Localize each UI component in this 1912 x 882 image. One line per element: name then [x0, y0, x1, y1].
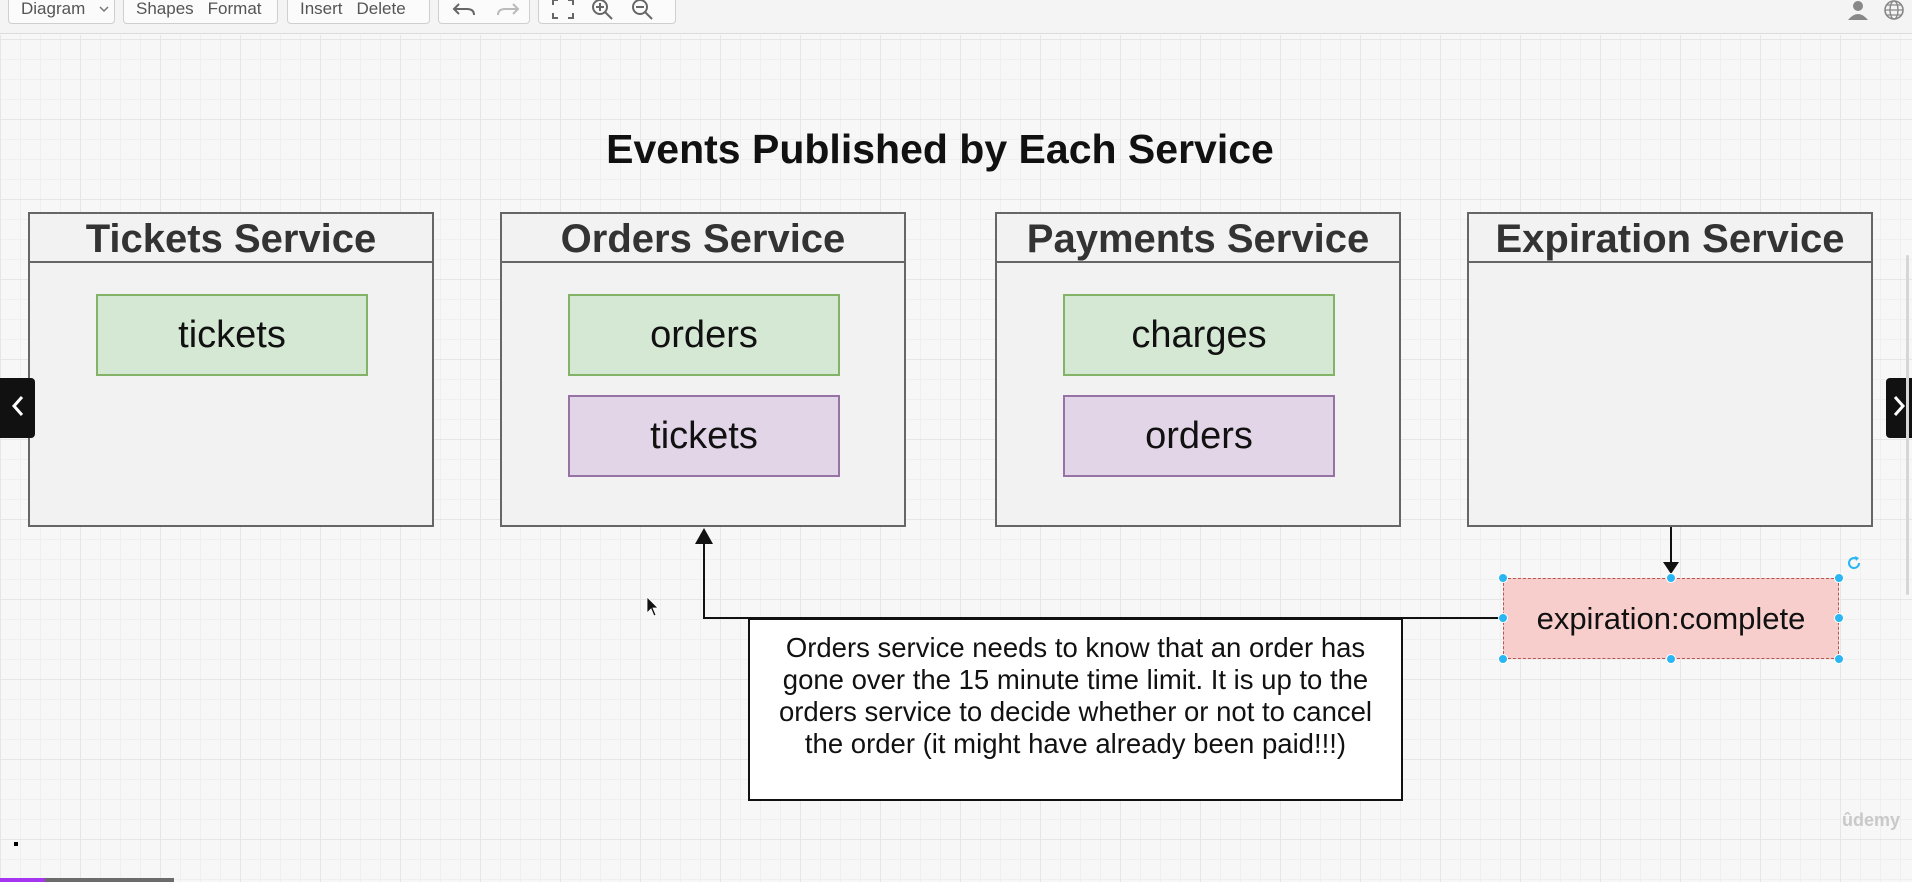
diagram-menu-button[interactable]: Diagram: [21, 0, 86, 18]
event-box-tickets[interactable]: tickets: [568, 395, 840, 477]
zoom-out-icon[interactable]: [631, 0, 655, 20]
expiration-to-event-connector[interactable]: [1663, 527, 1679, 574]
undo-redo-group: [438, 0, 530, 24]
service-header: Payments Service: [997, 214, 1399, 263]
resize-handle[interactable]: [1834, 654, 1844, 664]
expiration-service-box[interactable]: Expiration Service: [1467, 212, 1873, 527]
note-text-box[interactable]: Orders service needs to know that an ord…: [748, 618, 1403, 801]
insert-delete-group: Insert Delete: [287, 0, 430, 24]
diagram-title: Events Published by Each Service: [606, 126, 1274, 172]
resize-handle[interactable]: [1666, 573, 1676, 583]
resize-handle[interactable]: [1498, 613, 1508, 623]
insert-button[interactable]: Insert: [300, 0, 343, 18]
resize-handle[interactable]: [1666, 654, 1676, 664]
expiration-complete-event[interactable]: expiration:complete: [1503, 578, 1839, 659]
service-header: Expiration Service: [1469, 214, 1871, 263]
chevron-right-icon: [1892, 395, 1906, 422]
zoom-in-icon[interactable]: [591, 0, 615, 20]
watermark-logo: ûdemy: [1842, 810, 1901, 830]
shapes-button[interactable]: Shapes: [136, 0, 194, 18]
event-box-orders[interactable]: orders: [1063, 395, 1335, 477]
payments-service-box[interactable]: Payments Service charges orders: [995, 212, 1401, 527]
resize-handle[interactable]: [1834, 613, 1844, 623]
rotate-handle-icon[interactable]: [1846, 555, 1862, 576]
orders-service-box[interactable]: Orders Service orders tickets: [500, 212, 906, 527]
event-box-charges[interactable]: charges: [1063, 294, 1335, 376]
globe-icon[interactable]: [1882, 0, 1906, 20]
undo-icon[interactable]: [451, 1, 477, 17]
stray-dot: [14, 842, 18, 846]
vertical-scrollbar[interactable]: [1906, 255, 1909, 595]
event-box-orders[interactable]: orders: [568, 294, 840, 376]
resize-handle[interactable]: [1498, 573, 1508, 583]
redo-icon[interactable]: [495, 1, 521, 17]
resize-handle[interactable]: [1834, 573, 1844, 583]
delete-button[interactable]: Delete: [356, 0, 406, 18]
tickets-service-box[interactable]: Tickets Service tickets: [28, 212, 434, 527]
video-progress-bar[interactable]: [0, 878, 174, 882]
zoom-group: [538, 0, 676, 24]
format-button[interactable]: Format: [207, 0, 262, 18]
user-icon[interactable]: [1847, 0, 1869, 20]
mouse-cursor-icon: [646, 596, 659, 617]
event-box-tickets[interactable]: tickets: [96, 294, 368, 376]
event-to-orders-connector[interactable]: [695, 528, 1503, 619]
chevron-left-icon: [11, 395, 25, 422]
chevron-down-icon[interactable]: [99, 5, 109, 13]
diagram-menu-group: Diagram: [8, 0, 115, 24]
toolbar: Diagram Shapes Format Insert Delete: [0, 0, 1912, 34]
resize-handle[interactable]: [1498, 654, 1508, 664]
service-header: Orders Service: [502, 214, 904, 263]
shapes-format-group: Shapes Format: [123, 0, 278, 24]
previous-slide-button[interactable]: [0, 378, 35, 438]
service-header: Tickets Service: [30, 214, 432, 263]
